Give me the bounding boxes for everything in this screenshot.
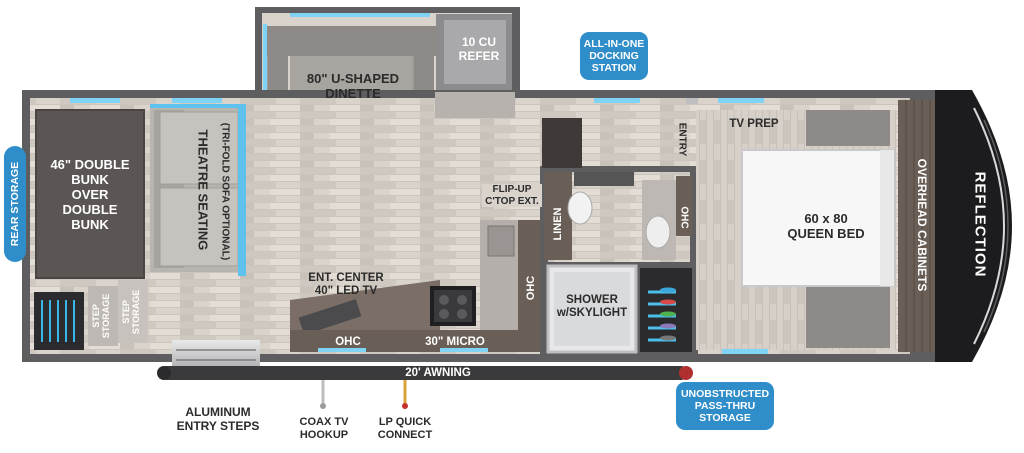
shower-label: SHOWER w/SKYLIGHT xyxy=(556,294,628,320)
bunk xyxy=(36,110,144,278)
bath-ohc xyxy=(676,176,692,236)
nightstand-bottom xyxy=(806,286,890,348)
coax-label: COAX TV HOOKUP xyxy=(299,416,349,441)
pass-thru-storage-badge: UNOBSTRUCTED PASS-THRU STORAGE xyxy=(676,382,774,430)
tv-prep-label: TV PREP xyxy=(729,118,779,130)
linen-label: LINEN xyxy=(552,207,564,241)
brand-logo: REFLECTION xyxy=(971,171,989,278)
rear-storage-badge: REAR STORAGE xyxy=(4,146,26,262)
theatre-seating-label: THEATRE SEATING xyxy=(195,129,211,251)
queen-bed xyxy=(741,149,895,287)
step-storage-a xyxy=(88,286,118,346)
ohc-vertical-label: OHC xyxy=(525,275,537,301)
aluminum-steps-label: ALUMINUM ENTRY STEPS xyxy=(176,405,260,433)
kitchen-sink xyxy=(487,225,515,257)
rear-storage-badge-label: REAR STORAGE xyxy=(8,161,21,247)
overhead-cabinets-label: OVERHEAD CABINETS xyxy=(915,158,929,292)
step-storage-label-2: STEP STORAGE xyxy=(121,289,141,335)
ent-center-label: ENT. CENTER 40" LED TV xyxy=(308,272,384,298)
toilet xyxy=(567,191,593,225)
step-storage-label-1: STEP STORAGE xyxy=(91,293,111,339)
refer-label: 10 CU REFER xyxy=(458,35,500,63)
awning-label: 20' AWNING xyxy=(405,367,471,379)
awning xyxy=(160,366,688,380)
entry-label: ENTRY xyxy=(676,122,688,157)
overhead-cabinets xyxy=(898,100,940,352)
ohc-bottom-label: OHC xyxy=(335,336,361,348)
flip-up-label: FLIP-UP C'TOP EXT. xyxy=(482,184,542,207)
bunk-label: 46" DOUBLE BUNK OVER DOUBLE BUNK xyxy=(50,157,130,232)
ohc-cabinet xyxy=(518,220,544,332)
dinette-label: 80" U-SHAPED DINETTE xyxy=(306,71,400,101)
docking-station-badge: ALL-IN-ONE DOCKING STATION xyxy=(580,32,648,80)
trifold-label: (TRI-FOLD SOFA OPTIONAL) xyxy=(219,122,231,261)
nightstand-top xyxy=(806,110,890,146)
linen-closet xyxy=(544,172,572,260)
lp-label: LP QUICK CONNECT xyxy=(377,416,433,441)
queen-bed-label: 60 x 80 QUEEN BED xyxy=(787,211,865,241)
front-cap xyxy=(935,90,1012,362)
step-storage-b xyxy=(118,280,148,342)
micro-label: 30" MICRO xyxy=(425,336,485,348)
bath-ohc-label: OHC xyxy=(678,206,690,229)
